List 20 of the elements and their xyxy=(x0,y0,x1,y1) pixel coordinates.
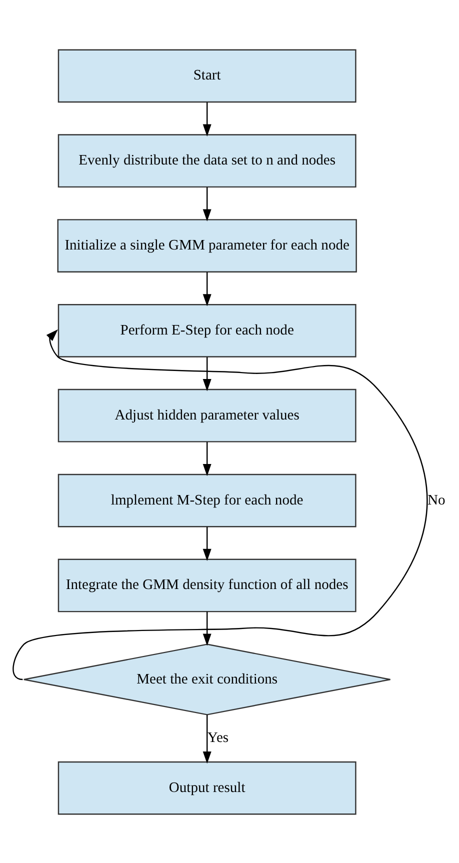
node-box: Adjust hidden parameter values xyxy=(58,388,356,442)
node-box: lmplement M-Step for each node xyxy=(58,473,356,527)
node-box: Start xyxy=(58,48,356,102)
node-box: Integrate the GMM density function of all nodes xyxy=(58,558,356,612)
arrow xyxy=(202,272,212,306)
edge-label: Yes xyxy=(207,730,229,746)
arrow xyxy=(202,186,212,221)
arrow xyxy=(202,102,212,136)
node-box: Initialize a single GMM parameter for each node xyxy=(57,218,357,272)
node-box: Output result xyxy=(58,760,356,814)
edge-label: No xyxy=(427,492,446,508)
arrow xyxy=(202,526,212,561)
arrow xyxy=(202,442,212,476)
node-box: Perform E-Step for each node xyxy=(58,304,356,357)
node-box: Evenly distribute the data set to n and nodes xyxy=(58,134,356,188)
arrow xyxy=(202,714,212,764)
arrow xyxy=(202,356,212,391)
arrow xyxy=(13,328,428,680)
node-diamond: Meet the exit conditions xyxy=(23,643,391,715)
arrow xyxy=(202,611,212,646)
